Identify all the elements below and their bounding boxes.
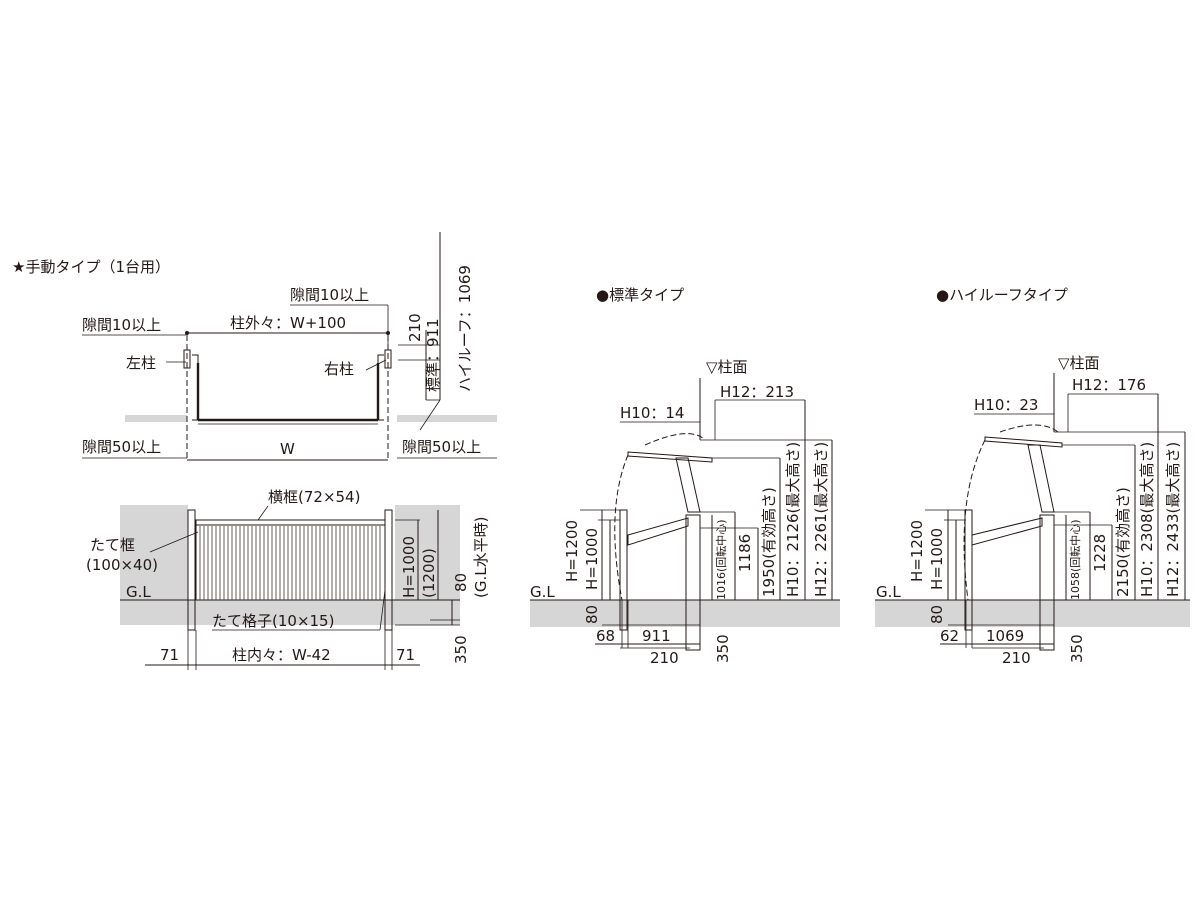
leader-line [419, 399, 441, 431]
std-350: 350 [714, 634, 732, 663]
hr-pivot: 1058(回転中心) [1069, 519, 1082, 600]
hr-hashira: ▽柱面 [1058, 354, 1100, 372]
hr-350: 350 [1068, 634, 1086, 663]
right-post-label: 右柱 [324, 360, 354, 378]
std-gl-label: G.L [530, 583, 555, 601]
dim-dot [185, 331, 189, 335]
std-80: 80 [583, 605, 601, 624]
yoko-label: 横框(72×54) [268, 488, 360, 506]
hr-ground [875, 600, 1190, 627]
manual-type-title: ★手動タイプ（1台用） [12, 258, 170, 276]
ground-strip-left [125, 415, 187, 422]
left-post-label: 左柱 [126, 354, 156, 372]
hr-roof [984, 436, 1063, 448]
d80-label: 80 [452, 573, 470, 592]
front-gl-label: G.L [126, 583, 151, 601]
std-h1000: H=1000 [583, 528, 601, 590]
std-1950: 1950(有効高さ) [760, 487, 778, 597]
hr-210: 210 [1002, 649, 1031, 667]
std-h10: H10：14 [620, 404, 684, 422]
std-911-label: 標準：911 [424, 318, 442, 392]
std-swing-arc [614, 454, 629, 601]
hr-h1200: H=1200 [908, 520, 926, 582]
leader-line [149, 531, 199, 553]
gap10-right-label: 隙間10以上 [290, 286, 369, 304]
leader-line [379, 589, 386, 631]
std-h12: H12：213 [720, 383, 794, 401]
highroof-type-section: ●ハイルーフタイプ G.L ▽柱面 H12：176 H10：23 H=1200 … [875, 286, 1190, 667]
std-support [675, 457, 701, 513]
std-1186: 1186 [736, 534, 754, 572]
outer-dim-label: 柱外々：W+100 [230, 314, 346, 332]
manual-top-view: 柱外々：W+100 隙間10以上 隙間10以上 左柱 右柱 W 隙間50以上 隙… [82, 232, 497, 461]
koshi-label: たて格子(10×15) [212, 612, 334, 630]
leader-line [257, 505, 269, 521]
std-2126: H10：2126(最大高さ) [784, 442, 802, 597]
std-210: 210 [650, 649, 679, 667]
std-ground [530, 600, 840, 627]
gap50-right-label: 隙間50以上 [402, 438, 481, 456]
tate-size-label: (100×40) [86, 556, 158, 574]
dim-210-label: 210 [406, 313, 424, 342]
standard-title: ●標準タイプ [596, 286, 684, 304]
std-roof [627, 451, 713, 463]
hr-post [1039, 514, 1055, 651]
std-arm [627, 517, 689, 546]
ground-fill [120, 600, 460, 625]
d71-left-label: 71 [160, 646, 179, 664]
highroof-title: ●ハイルーフタイプ [936, 286, 1068, 304]
manual-front-view: 横框(72×54) たて框 (100×40) G.L たて格子(10×15) 柱… [86, 488, 490, 670]
ground-strip-right [397, 415, 497, 422]
std-911: 911 [642, 627, 671, 645]
hr-h10: H10：23 [974, 396, 1038, 414]
gate-slats [199, 526, 381, 600]
d350-label: 350 [452, 635, 470, 664]
hr-gl-label: G.L [876, 583, 901, 601]
hr-swing-top [999, 424, 1059, 433]
hr-support [1027, 444, 1055, 513]
hr-h1000: H=1000 [928, 528, 946, 590]
gl-level-label: (G.L水平時) [472, 517, 490, 598]
gap50-left-label: 隙間50以上 [82, 438, 161, 456]
hr-62: 62 [940, 627, 959, 645]
front-left-post [187, 509, 196, 631]
std-h1200: H=1200 [563, 520, 581, 582]
d71-right-label: 71 [396, 646, 415, 664]
gap10-left-label: 隙間10以上 [82, 316, 161, 334]
hr-2150: 2150(有効高さ) [1114, 487, 1132, 597]
std-68: 68 [596, 627, 615, 645]
std-post [685, 514, 701, 651]
manual-type-section: ★手動タイプ（1台用） 柱外々：W+100 隙間10以上 隙間 [12, 232, 497, 670]
inner-dim-label: 柱内々：W-42 [232, 646, 331, 664]
hr-2433: H12：2433(最大高さ) [1164, 442, 1182, 597]
hr-80: 80 [928, 605, 946, 624]
hr-1069: 1069 [986, 627, 1024, 645]
hr-h12: H12：176 [1072, 376, 1146, 394]
std-swing-top [644, 433, 706, 446]
hr-swing-arc [963, 439, 986, 601]
standard-type-section: ●標準タイプ G.L ▽柱面 H12：213 H10：14 H=1200 H=1… [530, 286, 840, 667]
highroof-1069-label: ハイルーフ：1069 [456, 265, 474, 392]
std-hashira: ▽柱面 [706, 358, 748, 376]
tate-label: たて框 [90, 536, 135, 554]
w-label: W [280, 440, 295, 458]
h1000-label: H=1000 [400, 536, 418, 598]
std-2261: H12：2261(最大高さ) [812, 442, 830, 597]
wall-right [395, 505, 460, 600]
hr-arm [971, 517, 1043, 546]
hr-2308: H10：2308(最大高さ) [1138, 442, 1156, 597]
gate-panel [195, 519, 386, 601]
wall-left [120, 505, 188, 600]
leader-line [365, 359, 387, 371]
hr-1228: 1228 [1091, 534, 1109, 572]
h1200-label: (1200) [420, 548, 438, 598]
std-pivot: 1016(回転中心) [715, 519, 728, 600]
